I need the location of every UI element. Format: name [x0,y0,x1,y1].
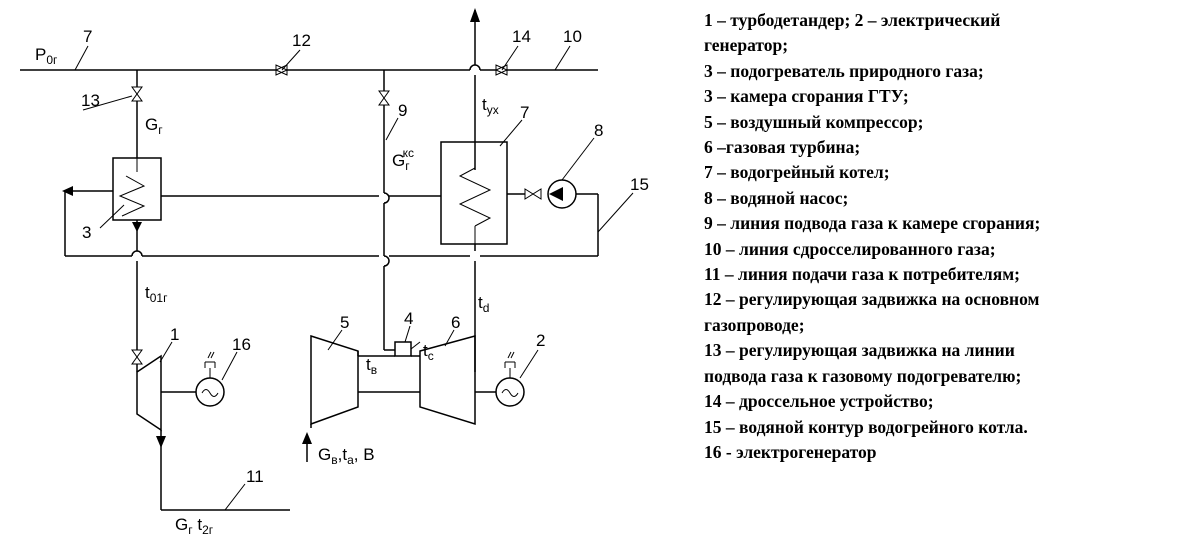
leader-16 [221,351,238,381]
label-5: 5 [340,313,349,332]
label-outlet: Gг t2г [175,515,214,537]
label-ggks: Gгкс [392,146,414,173]
leader-7-top [74,45,89,71]
legend-line: 1 – турбодетандер; 2 – электрический [704,10,1001,30]
leader-2 [519,349,539,379]
label-16: 16 [232,335,251,354]
label-15: 15 [630,175,649,194]
legend-line: 16 - электрогенератор [704,441,877,462]
legend-line: 6 –газовая турбина; [704,137,861,158]
label-7-top: 7 [83,27,92,46]
label-p0g: P0г [35,45,58,67]
label-14: 14 [512,27,531,46]
label-t01g: t01г [145,283,168,305]
combustion-chamber-4 [357,341,421,357]
label-2: 2 [536,331,545,350]
legend-line: 15 – водяной контур водогрейного котла. [704,416,1028,437]
heater-water-loop [62,186,598,257]
leader-15 [597,192,634,233]
label-8: 8 [594,121,603,140]
electric-generator-16 [195,351,225,407]
label-13: 13 [81,91,100,110]
leader-8 [561,137,595,181]
schematic-diagram: P0г 7 12 14 10 13 Gг 9 Gгкс tух 7 8 15 3… [20,8,649,537]
label-6: 6 [451,313,460,332]
label-air-inlet: Gв,ta, B [318,445,375,467]
label-7-boiler: 7 [520,103,529,122]
legend-line: 5 – воздушный компрессор; [704,111,924,132]
leader-1 [159,341,173,363]
label-gg: Gг [145,115,163,137]
legend-line: газопроводе; [704,314,805,335]
legend-line: 8 – водяной насос; [704,187,849,208]
label-td: td [478,293,489,315]
label-tyx: tух [482,95,499,117]
legend-line: 3 – подогреватель природного газа; [704,60,984,81]
air-compressor-5 [310,334,420,428]
label-3: 3 [82,223,91,242]
legend-line: генератор; [704,35,789,56]
label-10: 10 [563,27,582,46]
legend-line: 13 – регулирующая задвижка на линии [704,340,1015,361]
legend-line: 12 – регулирующая задвижка на основном [704,289,1040,310]
leader-13 [82,95,133,111]
leader-12 [281,49,301,71]
label-tv: tв [366,355,377,377]
legend-line: 3 – камера сгорания ГТУ; [704,86,909,107]
gas-turbine-6 [419,335,496,426]
leader-11 [224,483,246,511]
label-11: 11 [246,467,264,486]
main-gas-pipeline [20,64,598,71]
legend-line: 10 – линия сдросселированного газа; [704,238,996,259]
legend-line: 14 – дроссельное устройство; [704,391,934,412]
label-12: 12 [292,31,311,50]
leader-4 [404,325,411,343]
water-pump-8 [507,179,598,209]
leader-5 [327,329,343,351]
leader-10 [554,45,571,71]
leader-6 [444,329,455,347]
label-4: 4 [404,309,413,328]
legend-line: подвода газа к газовому подогревателю; [704,365,1022,386]
expander-inlet-line [131,220,143,372]
gas-heater-3 [112,157,162,221]
label-1: 1 [170,325,179,344]
combustion-gas-line-9 [378,70,395,351]
leader-7-boiler [499,119,523,147]
electric-generator-2 [495,351,525,407]
label-9: 9 [398,101,407,120]
label-tc: tс [423,341,434,363]
heater-branch-line [131,70,143,158]
legend-line: 11 – линия подачи газа к потребителям; [704,264,1020,285]
turbo-expander-1 [136,354,290,511]
hot-water-boiler-7 [440,141,508,372]
legend-line: 7 – водогрейный котел; [704,162,890,183]
air-inlet-arrow [302,432,312,462]
leader-9 [385,117,399,141]
throttle-device-14 [494,64,509,76]
control-valve-12 [274,64,289,76]
leader-3 [99,204,125,229]
legend: 1 – турбодетандер; 2 – электрический гене… [704,8,1196,465]
legend-line: 9 – линия подвода газа к камере сгорания… [704,213,1041,234]
